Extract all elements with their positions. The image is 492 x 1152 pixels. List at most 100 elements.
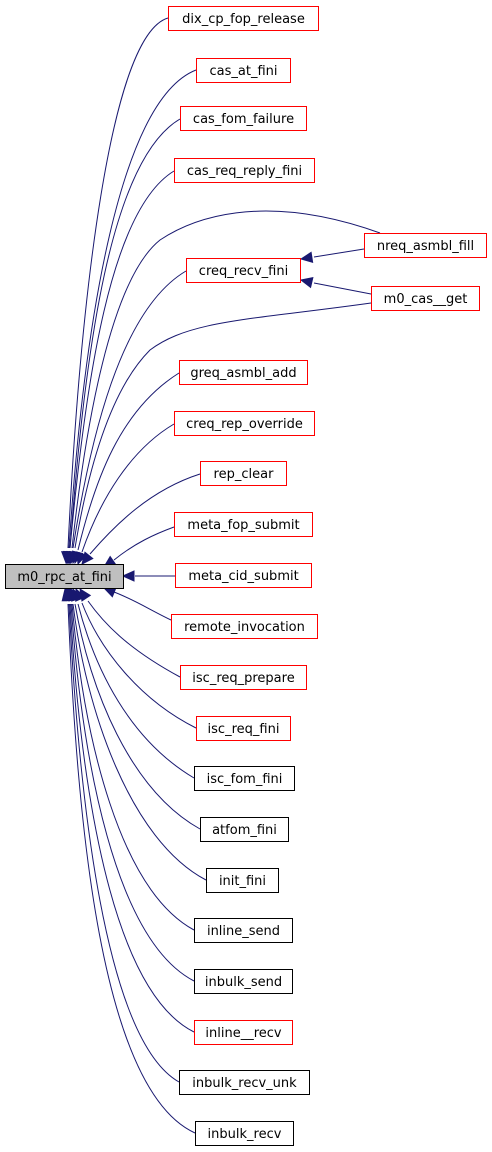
edge-meta_cid_submit-to-m0_rpc_at_fini bbox=[121, 570, 175, 582]
node-cas_req_reply_fini[interactable]: cas_req_reply_fini bbox=[174, 158, 315, 183]
node-label: creq_rep_override bbox=[186, 417, 303, 432]
node-label: meta_fop_submit bbox=[187, 518, 299, 533]
node-box bbox=[180, 106, 307, 131]
node-inline_send[interactable]: inline_send bbox=[194, 918, 293, 943]
edge-meta_fop_submit-to-m0_rpc_at_fini bbox=[103, 526, 175, 568]
edge-inbulk_recv-to-m0_rpc_at_fini bbox=[61, 587, 196, 1134]
node-meta_cid_submit[interactable]: meta_cid_submit bbox=[175, 563, 312, 588]
node-box bbox=[180, 665, 307, 690]
node-init_fini[interactable]: init_fini bbox=[206, 868, 279, 893]
arrowhead-icon bbox=[299, 251, 314, 263]
node-box bbox=[200, 817, 289, 842]
edge-line bbox=[87, 600, 181, 678]
edge-line bbox=[67, 603, 196, 1134]
edge-line bbox=[69, 118, 181, 549]
edge-line bbox=[71, 210, 381, 549]
edge-line bbox=[113, 591, 172, 621]
node-m0_cas__get[interactable]: m0_cas__get bbox=[371, 286, 480, 311]
node-label: inline_send bbox=[207, 924, 280, 939]
edge-isc_req_prepare-to-m0_rpc_at_fini bbox=[79, 587, 181, 678]
edge-line bbox=[68, 69, 197, 549]
node-box bbox=[371, 286, 480, 311]
node-label: meta_cid_submit bbox=[188, 569, 298, 584]
node-dix_cp_fop_release[interactable]: dix_cp_fop_release bbox=[168, 6, 319, 31]
node-label: cas_req_reply_fini bbox=[187, 164, 302, 179]
node-label: m0_rpc_at_fini bbox=[17, 570, 111, 585]
edges-layer bbox=[61, 17, 381, 1134]
node-box bbox=[174, 512, 313, 537]
node-rep_clear[interactable]: rep_clear bbox=[200, 461, 287, 486]
node-box bbox=[175, 563, 312, 588]
edge-line bbox=[89, 473, 201, 555]
node-label: nreq_asmbl_fill bbox=[377, 239, 474, 254]
node-label: init_fini bbox=[219, 874, 266, 889]
arrowhead-icon bbox=[61, 587, 73, 602]
edge-line bbox=[68, 603, 180, 1083]
root-node-m0_rpc_at_fini[interactable]: m0_rpc_at_fini bbox=[5, 564, 124, 589]
node-label: isc_req_prepare bbox=[192, 671, 294, 686]
arrowhead-icon bbox=[81, 551, 94, 565]
node-label: greq_asmbl_add bbox=[190, 366, 296, 381]
node-isc_req_prepare[interactable]: isc_req_prepare bbox=[180, 665, 307, 690]
node-box bbox=[194, 969, 293, 994]
node-inline__recv[interactable]: inline__recv bbox=[194, 1020, 293, 1045]
node-meta_fop_submit[interactable]: meta_fop_submit bbox=[174, 512, 313, 537]
node-inbulk_recv[interactable]: inbulk_recv bbox=[195, 1121, 294, 1146]
node-cas_at_fini[interactable]: cas_at_fini bbox=[196, 58, 291, 83]
node-isc_req_fini[interactable]: isc_req_fini bbox=[196, 716, 291, 741]
edge-nreq_asmbl_fill-to-creq_recv_fini bbox=[299, 248, 365, 263]
edge-line bbox=[70, 603, 195, 982]
node-nreq_asmbl_fill[interactable]: nreq_asmbl_fill bbox=[364, 233, 487, 258]
node-box bbox=[196, 716, 291, 741]
node-inbulk_recv_unk[interactable]: inbulk_recv_unk bbox=[179, 1070, 310, 1095]
edge-dix_cp_fop_release-to-m0_rpc_at_fini bbox=[61, 17, 169, 565]
node-box bbox=[194, 1020, 293, 1045]
edge-line bbox=[74, 302, 372, 549]
edge-line bbox=[313, 248, 365, 258]
edge-line bbox=[81, 602, 197, 729]
node-cas_fom_failure[interactable]: cas_fom_failure bbox=[180, 106, 307, 131]
node-box bbox=[171, 614, 318, 639]
node-label: creq_recv_fini bbox=[199, 264, 288, 279]
edge-remote_invocation-to-m0_rpc_at_fini bbox=[102, 586, 172, 621]
node-greq_asmbl_add[interactable]: greq_asmbl_add bbox=[179, 360, 308, 385]
node-box bbox=[179, 360, 308, 385]
node-label: inbulk_recv bbox=[208, 1127, 282, 1142]
node-isc_fom_fini[interactable]: isc_fom_fini bbox=[194, 766, 295, 791]
edge-line bbox=[69, 170, 175, 549]
node-box bbox=[196, 58, 291, 83]
node-label: inline__recv bbox=[205, 1026, 282, 1041]
edge-inbulk_recv_unk-to-m0_rpc_at_fini bbox=[62, 587, 180, 1083]
node-remote_invocation[interactable]: remote_invocation bbox=[171, 614, 318, 639]
node-box bbox=[174, 411, 315, 436]
node-box bbox=[174, 158, 315, 183]
node-atfom_fini[interactable]: atfom_fini bbox=[200, 817, 289, 842]
edge-rep_clear-to-m0_rpc_at_fini bbox=[81, 473, 201, 565]
node-label: cas_at_fini bbox=[210, 64, 278, 79]
node-inbulk_send[interactable]: inbulk_send bbox=[194, 969, 293, 994]
edge-line bbox=[74, 603, 201, 830]
node-label: dix_cp_fop_release bbox=[182, 12, 305, 27]
edge-m0_cas__get-to-creq_recv_fini bbox=[299, 276, 372, 295]
node-creq_recv_fini[interactable]: creq_recv_fini bbox=[186, 258, 301, 283]
node-box bbox=[194, 918, 293, 943]
edge-line bbox=[77, 603, 195, 779]
node-box bbox=[200, 461, 287, 486]
node-label: isc_fom_fini bbox=[207, 772, 283, 787]
node-box bbox=[195, 1121, 294, 1146]
node-box bbox=[179, 1070, 310, 1095]
node-box bbox=[5, 564, 124, 589]
edge-inline_send-to-m0_rpc_at_fini bbox=[65, 587, 195, 931]
node-box bbox=[168, 6, 319, 31]
arrowhead-icon bbox=[299, 276, 314, 289]
edge-line bbox=[67, 17, 169, 549]
node-label: isc_req_fini bbox=[208, 722, 280, 737]
node-box bbox=[194, 766, 295, 791]
node-label: cas_fom_failure bbox=[193, 112, 294, 127]
edge-line bbox=[313, 282, 372, 295]
node-creq_rep_override[interactable]: creq_rep_override bbox=[174, 411, 315, 436]
edge-line bbox=[77, 372, 180, 551]
edge-creq_rep_override-to-m0_rpc_at_fini bbox=[76, 423, 175, 566]
edge-line bbox=[72, 270, 187, 549]
